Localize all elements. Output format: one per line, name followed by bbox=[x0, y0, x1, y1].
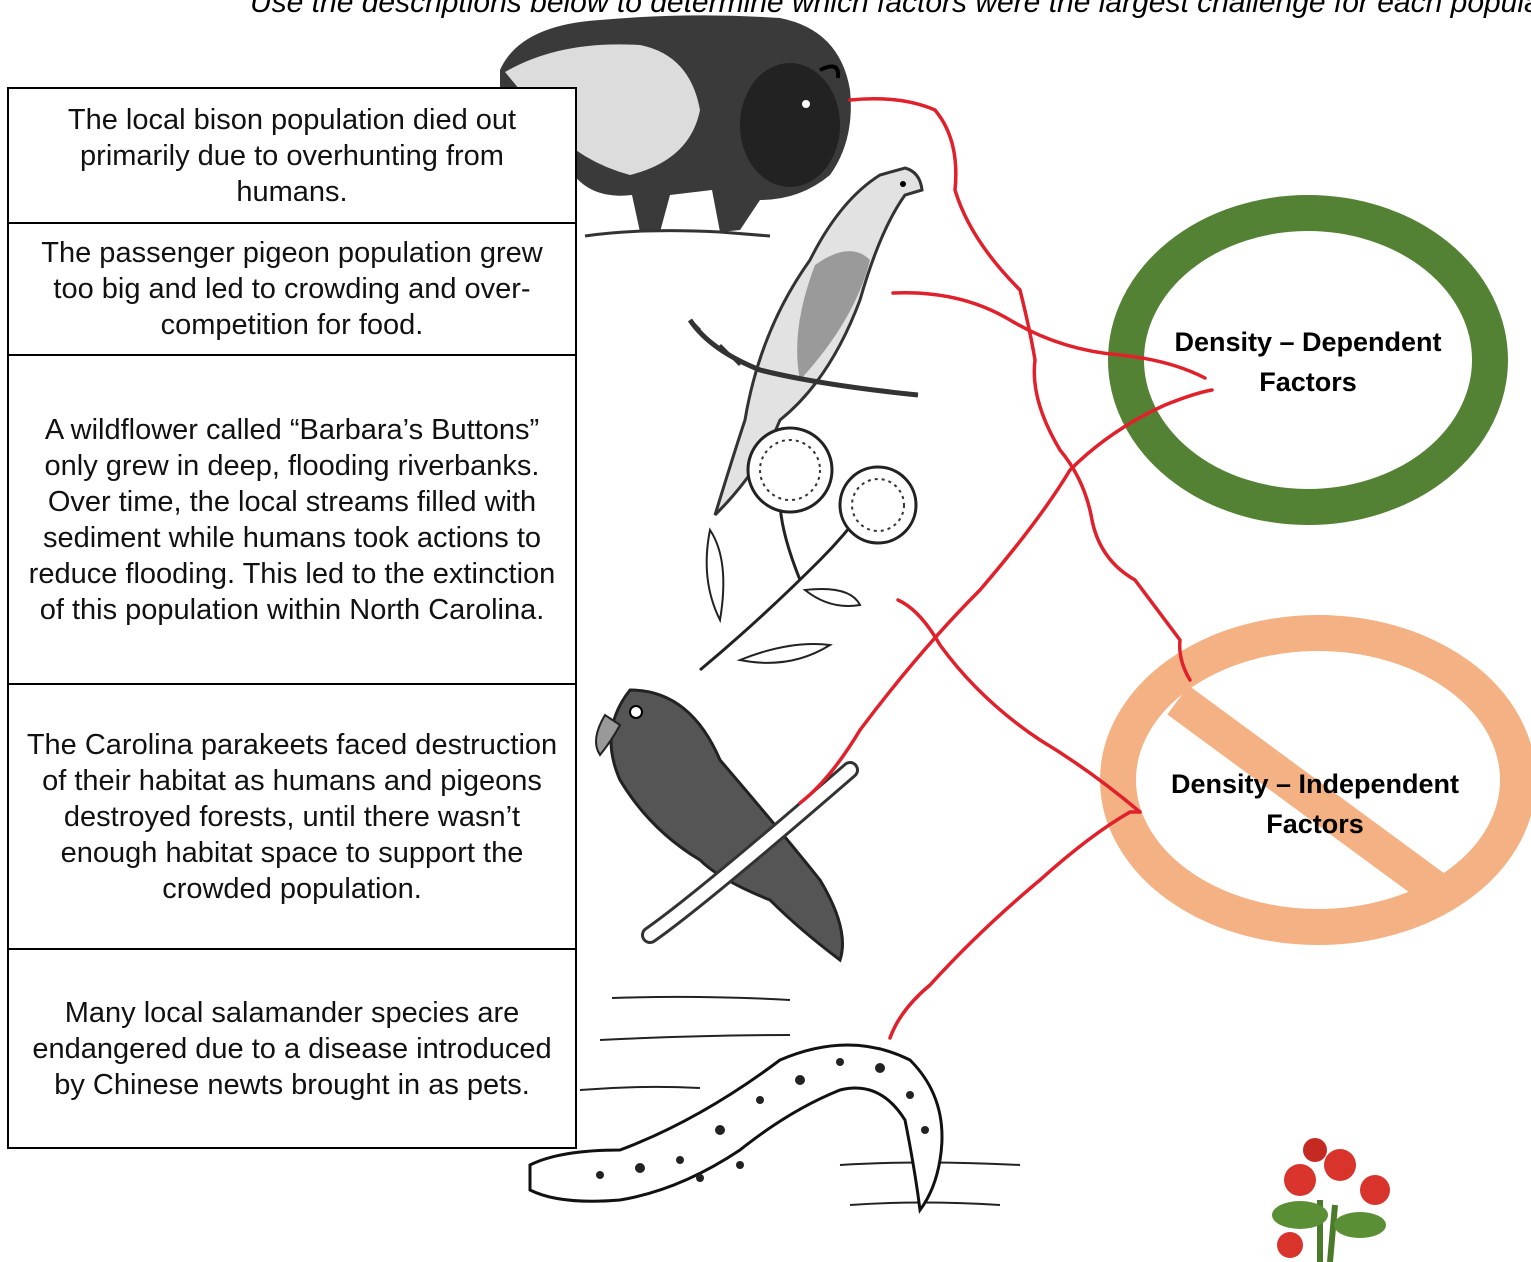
statement-box-bison: The local bison population died out prim… bbox=[7, 87, 577, 224]
statement-text: The passenger pigeon population grew too… bbox=[41, 237, 543, 341]
dependent-label[interactable]: Density – Dependent Factors bbox=[1138, 322, 1478, 402]
dependent-label-line1: Density – Dependent bbox=[1174, 327, 1442, 357]
independent-label[interactable]: Density – Independent Factors bbox=[1130, 764, 1500, 844]
instruction-text: Use the descriptions below to determine … bbox=[250, 0, 1531, 19]
statement-text: Many local salamander species are endang… bbox=[32, 996, 552, 1101]
salamander-icon bbox=[528, 995, 1021, 1214]
flower-plant-icon bbox=[1272, 1138, 1390, 1262]
statement-box-wildflower: A wildflower called “Barbara’s Buttons” … bbox=[7, 354, 577, 685]
dependent-label-line2: Factors bbox=[1259, 367, 1357, 397]
statement-list: The local bison population died out prim… bbox=[7, 87, 577, 1149]
independent-label-line2: Factors bbox=[1266, 809, 1364, 839]
statement-box-parakeet: The Carolina parakeets faced destruction… bbox=[7, 683, 577, 950]
statement-box-pigeon: The passenger pigeon population grew too… bbox=[7, 222, 577, 356]
statement-box-salamander: Many local salamander species are endang… bbox=[7, 948, 577, 1149]
prohibition-slash bbox=[1167, 685, 1461, 915]
statement-text: A wildflower called “Barbara’s Buttons” … bbox=[28, 413, 556, 626]
statement-text: The local bison population died out prim… bbox=[67, 103, 517, 208]
statement-text: The Carolina parakeets faced destruction… bbox=[26, 728, 558, 905]
independent-label-line1: Density – Independent bbox=[1170, 769, 1460, 799]
bison-icon bbox=[500, 15, 851, 238]
